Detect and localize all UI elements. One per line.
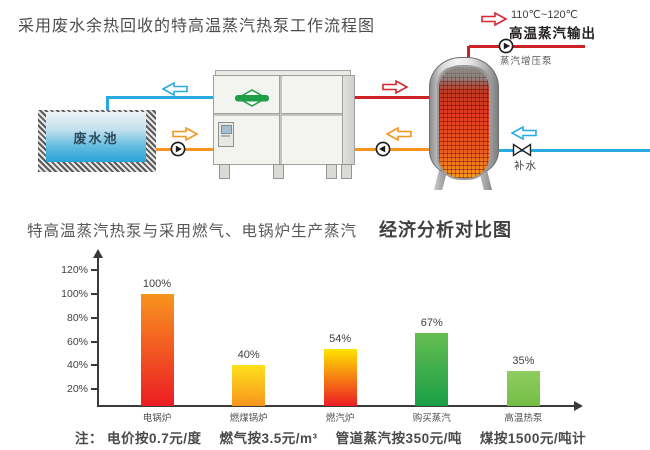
arrow-left-blue-icon — [511, 126, 537, 140]
y-tick-label: 40% — [66, 359, 88, 372]
bar-value-label: 54% — [329, 332, 352, 345]
panel-divider — [279, 76, 282, 164]
note-item: 煤按1500元/吨计 — [479, 431, 587, 446]
bar-value-label: 100% — [142, 278, 172, 290]
chart-bar — [323, 348, 357, 406]
control-screen — [221, 125, 232, 134]
pool-label: 废水池 — [73, 130, 119, 146]
arrow-right-orange-icon — [172, 127, 198, 141]
arrow-right-red-icon — [481, 12, 507, 26]
control-detail — [221, 135, 230, 137]
arrow-right-red-icon — [382, 80, 408, 94]
wastewater-supply-pipe — [155, 148, 218, 151]
valve-icon — [512, 143, 532, 157]
cabinet-foot — [273, 164, 284, 179]
chart-note: 注： 电价按0.7元/度 燃气按3.5元/m³ 管道蒸汽按350元/吨 煤按1500元/… — [75, 427, 604, 447]
bar-category-label: 燃汽炉 — [325, 413, 355, 424]
bar-category-label: 购买蒸汽 — [412, 413, 451, 424]
brand-logo-icon — [235, 89, 269, 107]
y-tick — [91, 340, 98, 343]
y-tick — [91, 316, 98, 319]
steam-output-label: 高温蒸汽输出 — [509, 26, 596, 41]
y-tick-label: 60% — [66, 335, 88, 348]
cold-return-pipe — [108, 96, 218, 99]
chart-title-regular: 特高温蒸汽热泵与采用燃气、电锅炉生产蒸汽 — [27, 223, 358, 240]
bar-value-label: 40% — [237, 349, 260, 362]
note-prefix: 注： — [75, 431, 103, 446]
arrow-left-orange-icon — [386, 127, 412, 141]
bar-value-label: 35% — [512, 355, 535, 368]
pool-water: 废水池 — [46, 112, 146, 162]
wastewater-pool: 废水池 — [38, 110, 156, 172]
chart-title: 特高温蒸汽热泵与采用燃气、电锅炉生产蒸汽 经济分析对比图 — [27, 216, 512, 242]
panel-divider — [214, 113, 342, 116]
cabinet-foot — [219, 164, 230, 179]
y-tick — [91, 388, 98, 391]
chart-bar — [140, 294, 174, 406]
cabinet-foot — [341, 164, 352, 179]
chart-title-bold: 经济分析对比图 — [379, 220, 513, 240]
y-axis — [97, 257, 99, 407]
bar-category-label: 燃煤锅炉 — [229, 413, 268, 424]
chart-bar — [415, 333, 449, 406]
arrow-left-blue-icon — [162, 82, 188, 96]
cold-return-pipe-drop — [106, 96, 109, 116]
y-tick-label: 20% — [66, 383, 88, 396]
y-axis-arrow-icon — [93, 249, 103, 258]
y-tick — [91, 293, 98, 295]
pump-icon — [498, 38, 514, 54]
note-item: 燃气按3.5元/m³ — [219, 431, 318, 446]
bar-category-label: 电锅炉 — [142, 413, 172, 424]
steam-output-pipe — [469, 45, 585, 48]
note-item: 电价按0.7元/度 — [107, 431, 202, 446]
makeup-water-pipe — [498, 149, 650, 152]
y-tick-label: 100% — [61, 288, 88, 300]
chart-bar — [506, 371, 540, 406]
hot-steam-pipe — [348, 96, 432, 99]
booster-pump-label: 蒸汽增压泵 — [500, 56, 553, 67]
tank-steam-vapor — [437, 67, 491, 83]
x-axis-arrow-icon — [574, 401, 583, 411]
y-tick — [91, 364, 98, 367]
chart-bar — [232, 365, 266, 406]
note-item: 管道蒸汽按350元/吨 — [335, 431, 462, 446]
makeup-water-label: 补水 — [514, 160, 537, 172]
y-tick-label: 80% — [66, 311, 88, 324]
y-tick-label: 120% — [61, 264, 88, 277]
x-axis — [97, 405, 576, 407]
heat-pump-unit — [213, 70, 355, 180]
control-panel — [218, 122, 234, 147]
y-tick — [91, 269, 98, 272]
tank-heated-core — [437, 65, 491, 180]
bar-value-label: 67% — [420, 317, 443, 330]
diagram-title: 采用废水余热回收的特高温蒸汽热泵工作流程图 — [18, 18, 376, 35]
steam-tank — [429, 57, 499, 190]
pump-icon — [170, 141, 186, 157]
steam-output-riser — [467, 46, 470, 64]
cabinet-front — [213, 75, 343, 165]
temp-range-label: 110℃~120℃ — [511, 9, 579, 21]
cabinet-foot — [326, 164, 337, 179]
bar-category-label: 高温热泵 — [504, 413, 543, 424]
pump-icon — [375, 141, 391, 157]
cabinet-side — [342, 75, 355, 165]
